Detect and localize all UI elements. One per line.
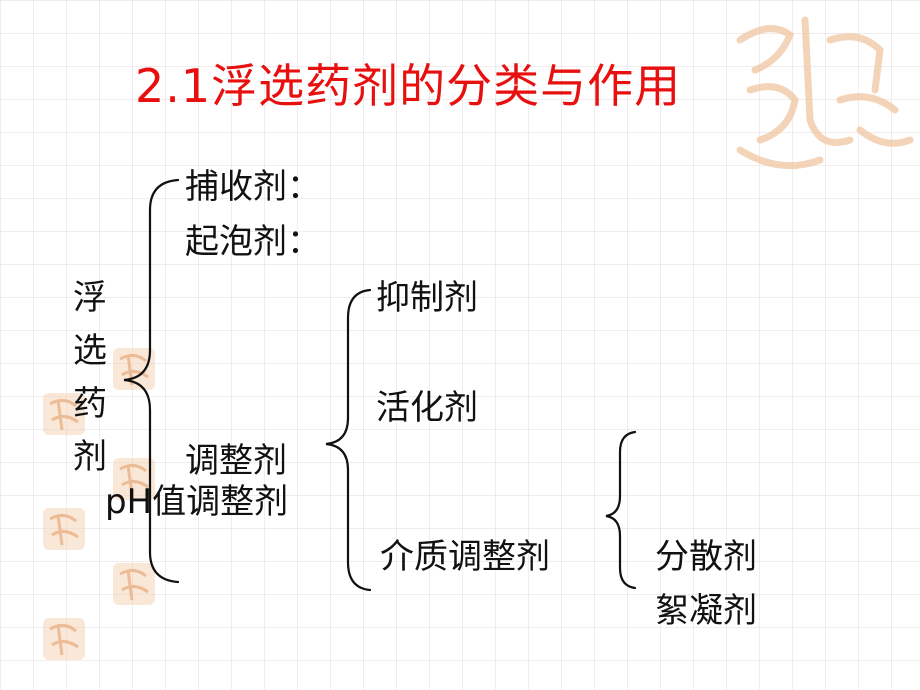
flocculant-label: 絮凝剂 — [655, 591, 757, 631]
medium-regulator-label: 介质调整剂 — [380, 537, 550, 577]
regulator-label: 调整剂 — [185, 441, 287, 481]
seal-decoration-small — [43, 393, 85, 435]
frother-label: 起泡剂： — [185, 222, 321, 262]
seal-decoration-small — [113, 563, 155, 605]
seal-decoration-small — [113, 458, 155, 500]
slide-title: 2.1浮选药剂的分类与作用 — [135, 59, 682, 113]
root-label-vertical: 浮选药剂 — [73, 278, 107, 477]
bracket-level2 — [325, 288, 372, 592]
seal-decoration-small — [113, 348, 155, 390]
seal-decoration-large — [736, 16, 914, 170]
activator-label: 活化剂 — [376, 388, 478, 428]
bracket-level1 — [123, 178, 180, 584]
collector-label: 捕收剂： — [185, 167, 321, 207]
ph-regulator-label: pH值调整剂 — [105, 482, 289, 522]
depressant-label: 抑制剂 — [376, 278, 478, 318]
seal-decoration-small — [43, 508, 85, 550]
seal-decoration-small — [43, 618, 85, 660]
dispersant-label: 分散剂 — [655, 537, 757, 577]
bracket-level3 — [605, 430, 637, 590]
